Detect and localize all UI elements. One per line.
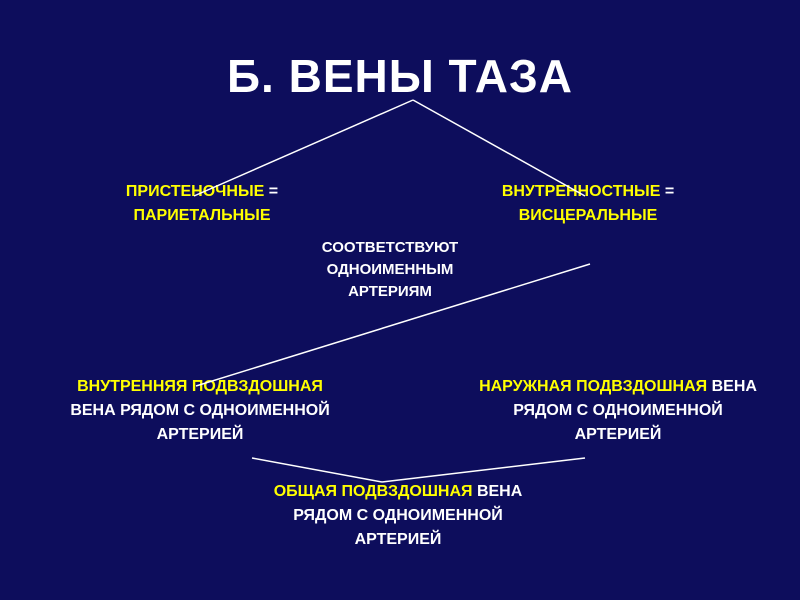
node-parietal-veins: ПРИСТЕНОЧНЫЕ = ПАРИЕТАЛЬНЫЕ xyxy=(114,180,290,228)
node-external-iliac-vein: НАРУЖНАЯ ПОДВЗДОШНАЯ ВЕНА РЯДОМ С ОДНОИМ… xyxy=(478,375,758,447)
parietal-equals: = xyxy=(264,183,279,200)
slide-title: Б. ВЕНЫ ТАЗА xyxy=(226,50,574,102)
node-common-iliac-vein: ОБЩАЯ ПОДВЗДОШНАЯ ВЕНА РЯДОМ С ОДНОИМЕНН… xyxy=(248,480,548,552)
visceral-equals: = xyxy=(660,183,675,200)
connector-external-to-common xyxy=(381,457,586,483)
visceral-synonym: ВИСЦЕРАЛЬНЫЕ xyxy=(518,207,658,224)
internal-iliac-vein-word: ВЕНА xyxy=(70,402,116,419)
correspond-line-3: АРТЕРИЯМ xyxy=(348,283,432,300)
external-iliac-vein-word: ВЕНА xyxy=(707,378,757,395)
node-internal-iliac-vein: ВНУТРЕННЯЯ ПОДВЗДОШНАЯ ВЕНА РЯДОМ С ОДНО… xyxy=(60,375,340,447)
correspond-line-2: ОДНОИМЕННЫМ xyxy=(326,261,454,278)
common-iliac-vein-word: ВЕНА xyxy=(472,483,523,500)
external-iliac-label: НАРУЖНАЯ ПОДВЗДОШНАЯ xyxy=(479,378,708,395)
correspond-line-1: СООТВЕТСТВУЮТ xyxy=(321,239,459,256)
parietal-label: ПРИСТЕНОЧНЫЕ xyxy=(125,183,265,200)
common-iliac-label: ОБЩАЯ ПОДВЗДОШНАЯ xyxy=(273,483,473,500)
internal-iliac-label: ВНУТРЕННЯЯ ПОДВЗДОШНАЯ xyxy=(77,378,323,395)
external-iliac-note: РЯДОМ С ОДНОИМЕННОЙ АРТЕРИЕЙ xyxy=(513,402,723,443)
internal-iliac-note: РЯДОМ С ОДНОИМЕННОЙ АРТЕРИЕЙ xyxy=(120,402,330,443)
node-visceral-veins: ВНУТРЕННОСТНЫЕ = ВИСЦЕРАЛЬНЫЕ xyxy=(498,180,678,228)
visceral-label: ВНУТРЕННОСТНЫЕ xyxy=(501,183,661,200)
parietal-synonym: ПАРИЕТАЛЬНЫЕ xyxy=(133,207,271,224)
common-iliac-note: РЯДОМ С ОДНОИМЕННОЙ АРТЕРИЕЙ xyxy=(293,507,503,548)
node-correspond-arteries: СООТВЕТСТВУЮТ ОДНОИМЕННЫМ АРТЕРИЯМ xyxy=(290,237,490,303)
connector-internal-to-common xyxy=(251,457,383,483)
